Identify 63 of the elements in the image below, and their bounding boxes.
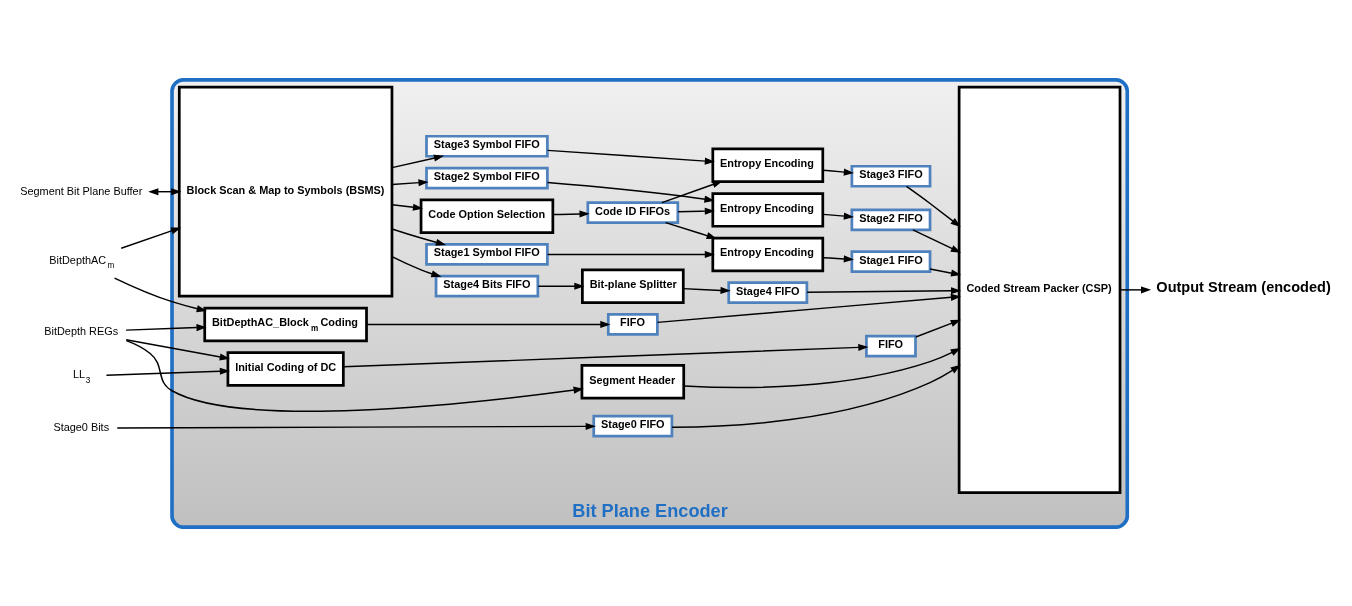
arrow (120, 226, 182, 249)
arrow (391, 154, 445, 168)
arrow (391, 178, 429, 186)
node-box: Stage1 Symbol FIFO (425, 242, 549, 266)
arrow (664, 221, 717, 239)
node-box: Segment Header (580, 363, 686, 399)
node-text: Output Stream (encoded) (1156, 278, 1331, 295)
node-box: Entropy Encoding (711, 236, 825, 272)
arrow (537, 282, 585, 290)
arrow (105, 367, 231, 376)
arrow (822, 254, 854, 262)
arrow (113, 276, 207, 312)
arrow (365, 320, 611, 328)
arrow (915, 319, 961, 338)
node-box: Initial Coding of DC (226, 350, 345, 387)
arrow (125, 339, 584, 412)
arrow (682, 286, 731, 294)
arrow (342, 343, 869, 368)
arrow (822, 168, 854, 176)
arrow (125, 323, 207, 331)
node-box: Stage4 FIFO (727, 280, 809, 304)
node-box: Stage1 FIFO (850, 249, 932, 273)
node-text: Stage0 Bits (53, 420, 110, 433)
arrow (391, 227, 447, 246)
node-text: LL$_{3}$ (72, 367, 91, 385)
arrow (116, 422, 596, 430)
arrow (677, 207, 715, 215)
arrow (671, 364, 961, 428)
arrow (547, 149, 715, 165)
arrow (1119, 285, 1152, 293)
node-box: BitDepthAC_Block$_{m}$ Coding (203, 306, 368, 342)
arrow (547, 250, 715, 258)
node-box: Code Option Selection (419, 198, 555, 234)
node-box: Stage3 Symbol FIFO (425, 134, 549, 158)
node-text: BitDepthAC$_{m}$ (49, 253, 115, 270)
node-box: Stage2 FIFO (850, 208, 932, 231)
arrow (905, 185, 961, 227)
node-box: Stage0 FIFO (592, 414, 674, 438)
node-box: Entropy Encoding (711, 191, 825, 228)
node-box: Stage4 Bits FIFO (434, 274, 540, 298)
node-box: Code ID FIFOs (586, 200, 680, 224)
node-box: Stage3 FIFO (850, 164, 932, 188)
node-box: FIFO (865, 334, 917, 358)
arrow (806, 286, 962, 294)
node-box: Block Scan & Map to Symbols (BSMS) (177, 85, 394, 298)
arrow (661, 180, 723, 203)
arrow (125, 338, 230, 360)
node-box: Coded Stream Packer (CSP) (957, 85, 1122, 494)
node-text: BitDepth REGs (44, 323, 119, 336)
node-box: Entropy Encoding (711, 147, 825, 183)
arrow (546, 181, 715, 203)
arrow (391, 255, 442, 277)
arrow (552, 209, 590, 217)
arrow (656, 293, 962, 323)
arrow (683, 347, 961, 388)
node-box: Stage2 Symbol FIFO (425, 166, 549, 189)
node-box: FIFO (606, 312, 659, 336)
arrow (391, 203, 424, 211)
arrow (929, 267, 962, 277)
arrow (912, 228, 962, 253)
node-text: Segment Bit Plane Buffer (20, 184, 143, 197)
arrow (822, 212, 854, 220)
node-box: Bit-plane Splitter (581, 268, 685, 304)
